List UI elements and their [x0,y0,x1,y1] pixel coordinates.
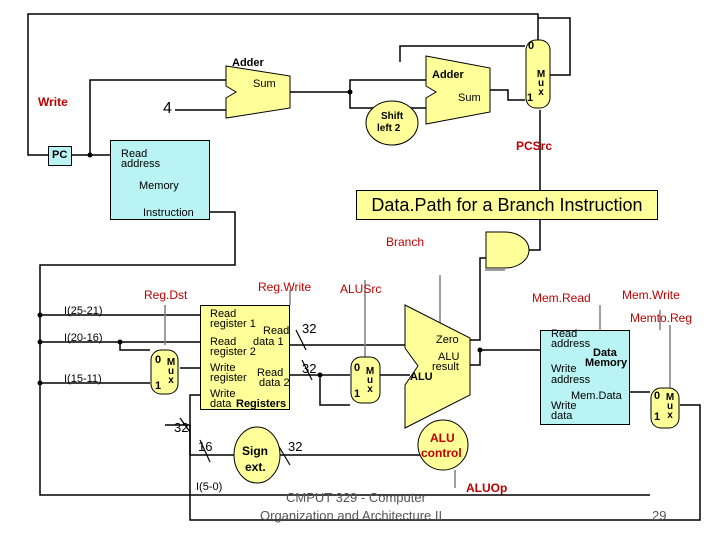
alu-control-shape [417,419,469,471]
dmem-write-2: Write [551,400,577,412]
alusrc-mux-one: 1 [354,388,361,400]
slide-title: Data.Path for a Branch Instruction [356,190,658,220]
pc-register: PC [48,146,72,166]
memtoreg-label: Memto.Reg [630,311,693,325]
reg-read-reg1-b: register 1 [210,318,256,330]
adder2-title: Adder [432,69,464,81]
aluop-label: ALUOp [466,481,508,495]
adder1-title: Adder [232,57,264,69]
wb-mux-one: 1 [654,411,661,423]
footer-line-1: CMPUT 329 - Computer [286,490,426,505]
alu-shape [404,304,471,429]
data-memory: Read address Data Write Memory address M… [540,328,630,425]
pc-label: PC [52,149,68,161]
alusrc-mux-letters: M u x [365,366,375,395]
alu-control-1: ALU [430,431,455,445]
field-15-11: I(15-11) [64,373,102,385]
reg-read-data1-a: Read [263,325,290,337]
reg-write-data-b: data [210,398,232,410]
alusrc-label: ALUSrc [340,282,382,296]
reg-read-data2-b: data 2 [259,377,290,389]
adder1-shape [225,65,291,119]
regdst-mux-zero: 0 [155,354,162,366]
regdst-mux-one: 1 [155,380,162,392]
alu-result-2: result [432,361,459,373]
reg-read-data1-b: data 1 [253,336,284,348]
dmem-memory: Memory [585,357,628,369]
regdst-mux-shape [150,349,179,395]
shift-left-shape [365,100,419,146]
instruction-memory: Read address Memory Instruction [110,140,210,220]
reg-write-reg-b: register [210,372,247,384]
reg-read-data2-a: Read [257,367,284,379]
reg-name: Registers [236,398,287,410]
top-mux-letters: M u x [536,69,546,98]
width-32-d: 32 [288,439,303,454]
sign-ext-2: ext. [245,460,266,474]
alu-control-2: control [421,446,462,460]
regdst-mux-letters: M u x [166,357,176,386]
regwrite-label: Reg.Write [258,280,312,294]
and-gate-shape [485,231,530,269]
page-number: 29 [652,508,667,523]
branch-label: Branch [386,235,425,249]
register-file: Read register 1 Read Read data 1 registe… [200,305,290,410]
wb-mux-letters: M u x [665,392,675,421]
pcsrc-label: PCSrc [516,139,553,153]
alu-name: ALU [410,371,433,383]
top-mux-one: 1 [527,92,534,104]
wb-mux-shape [650,387,680,429]
sign-ext-shape [233,426,281,484]
alusrc-mux-zero: 0 [354,362,361,374]
adder2-shape [425,55,491,125]
reg-read-reg2-b: register 2 [210,346,256,358]
dmem-data-2: data [551,410,573,422]
shift-label-1: Shift [381,111,404,122]
dmem-address-2: address [551,374,591,386]
top-mux-zero: 0 [528,40,535,52]
imem-read: Read [121,148,148,160]
dmem-data: Data [593,347,617,359]
width-32-a: 32 [302,321,317,336]
field-20-16: I(20-16) [64,332,103,344]
reg-write-reg-a: Write [210,362,236,374]
alu-result-1: ALU [438,351,460,363]
width-32-c: 32 [174,420,189,435]
adder2-sum: Sum [458,92,481,104]
reg-read-reg2-a: Read [210,336,237,348]
memread-label: Mem.Read [532,291,591,305]
field-5-0: I(5-0) [196,481,223,493]
top-mux-shape [525,39,551,109]
constant-four: 4 [163,100,172,117]
memwrite-label: Mem.Write [622,288,680,302]
width-16: 16 [198,439,213,454]
dmem-address: address [551,338,591,350]
dmem-memdata: Mem.Data [571,390,622,402]
alusrc-mux-shape [350,356,381,404]
imem-instruction: Instruction [143,207,194,219]
wb-mux-zero: 0 [654,390,661,402]
dmem-read: Read [551,328,578,340]
alu-zero: Zero [436,334,459,346]
adder1-sum: Sum [253,78,276,90]
reg-write-data-a: Write [210,388,236,400]
imem-memory: Memory [139,180,179,192]
field-25-21: I(25-21) [64,305,103,317]
sign-ext-1: Sign [242,444,268,458]
reg-read-reg1-a: Read [210,308,237,320]
footer-line-2: Organization and Architecture II [260,508,443,523]
pc-write-label: Write [38,95,68,109]
dmem-write: Write [551,363,577,375]
regdst-label: Reg.Dst [144,288,188,302]
imem-address: address [121,158,161,170]
width-32-b: 32 [302,361,317,376]
shift-label-2: left 2 [377,123,401,134]
